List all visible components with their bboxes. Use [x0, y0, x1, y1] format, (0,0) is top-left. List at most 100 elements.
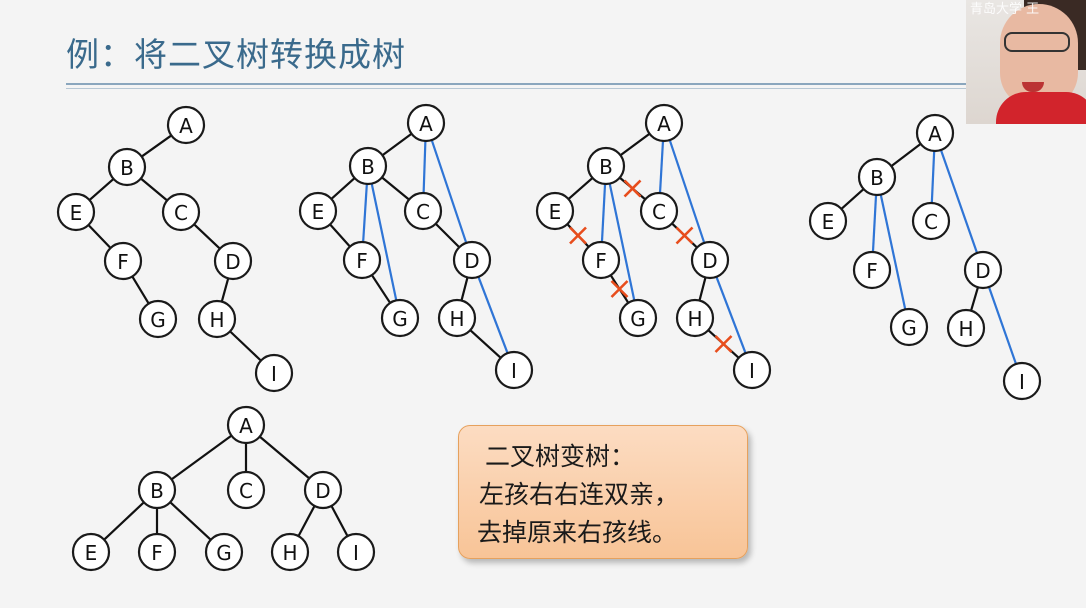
link-B-G — [370, 183, 398, 301]
edge-B-E — [330, 177, 356, 200]
node-C: C — [639, 191, 679, 231]
callout-line-3: 去掉原来右孩线。 — [477, 518, 678, 547]
node-label: A — [179, 114, 193, 138]
node-label: F — [866, 259, 878, 283]
node-B: B — [107, 147, 147, 187]
node-label: H — [282, 541, 297, 565]
edge-B-E — [88, 178, 115, 201]
node-label: F — [595, 249, 607, 273]
node-H: H — [270, 532, 310, 572]
node-label: C — [416, 200, 430, 224]
node-label: I — [353, 541, 359, 565]
node-label: B — [120, 156, 134, 180]
edge-H-I — [469, 329, 502, 359]
delete-mark-C-D — [675, 226, 694, 245]
node-D: D — [690, 240, 730, 280]
link-A-C — [658, 140, 665, 194]
link-A-D — [668, 139, 706, 244]
node-B: B — [348, 146, 388, 186]
node-label: C — [652, 200, 666, 224]
edge-F-G — [370, 274, 392, 304]
edge-F-G — [131, 275, 150, 305]
node-F: F — [137, 532, 177, 572]
link-B-G — [608, 183, 636, 301]
node-label: A — [419, 112, 433, 136]
link-B-F — [871, 194, 878, 253]
node-D: D — [452, 240, 492, 280]
node-label: E — [549, 200, 562, 224]
node-label: C — [924, 210, 938, 234]
edge-B-E — [840, 188, 865, 210]
node-label: D — [315, 479, 330, 503]
edge-B-E — [567, 177, 594, 200]
node-H: H — [197, 299, 237, 339]
node-A: A — [915, 113, 955, 153]
node-C: C — [403, 191, 443, 231]
edge-A-D — [259, 435, 310, 480]
node-label: G — [901, 316, 917, 340]
node-H: H — [675, 298, 715, 338]
node-F: F — [342, 240, 382, 280]
link-A-D — [939, 149, 979, 254]
node-A: A — [644, 103, 684, 143]
node-F: F — [581, 240, 621, 280]
node-H: H — [437, 298, 477, 338]
node-label: H — [687, 307, 702, 331]
webcam-caption: 青岛大学 王 — [970, 2, 1040, 17]
node-label: B — [599, 155, 613, 179]
node-label: F — [356, 249, 368, 273]
node-E: E — [808, 201, 848, 241]
title-underline-thin — [66, 88, 966, 89]
delete-mark-E-F — [569, 226, 587, 245]
node-A: A — [406, 103, 446, 143]
node-label: A — [928, 122, 942, 146]
node-label: E — [312, 200, 325, 224]
edge-C-D — [434, 222, 461, 249]
node-label: B — [150, 479, 164, 503]
edge-D-H — [460, 277, 469, 301]
node-D: D — [963, 250, 1003, 290]
node-F: F — [852, 250, 892, 290]
node-label: B — [361, 155, 375, 179]
node-label: F — [117, 250, 129, 274]
node-C: C — [226, 470, 266, 510]
node-label: I — [271, 362, 277, 386]
link-D-I — [715, 276, 747, 354]
node-E: E — [298, 191, 338, 231]
node-B: B — [137, 470, 177, 510]
delete-mark-B-C — [623, 179, 642, 198]
node-label: E — [85, 541, 98, 565]
node-label: B — [870, 166, 884, 190]
node-B: B — [857, 157, 897, 197]
node-H: H — [946, 308, 986, 348]
link-A-D — [430, 139, 468, 244]
edge-H-I — [229, 330, 262, 362]
slide-title: 例：将二叉树转换成树 — [66, 35, 406, 74]
link-B-G — [879, 194, 907, 310]
node-label: H — [449, 307, 464, 331]
node-G: G — [138, 299, 178, 339]
node-label: E — [70, 201, 83, 225]
edge-E-F — [87, 224, 112, 249]
node-label: G — [216, 541, 232, 565]
node-E: E — [71, 532, 111, 572]
edge-B-C — [140, 177, 168, 202]
edge-A-B — [170, 434, 233, 481]
node-label: C — [239, 479, 253, 503]
node-label: E — [822, 210, 835, 234]
node-I: I — [336, 532, 376, 572]
node-label: G — [392, 307, 408, 331]
edge-A-B — [141, 134, 172, 158]
node-G: G — [204, 532, 244, 572]
title-underline — [66, 83, 966, 85]
node-G: G — [380, 298, 420, 338]
edge-B-C — [381, 176, 410, 201]
edge-E-F — [329, 223, 351, 248]
node-label: H — [958, 317, 973, 341]
